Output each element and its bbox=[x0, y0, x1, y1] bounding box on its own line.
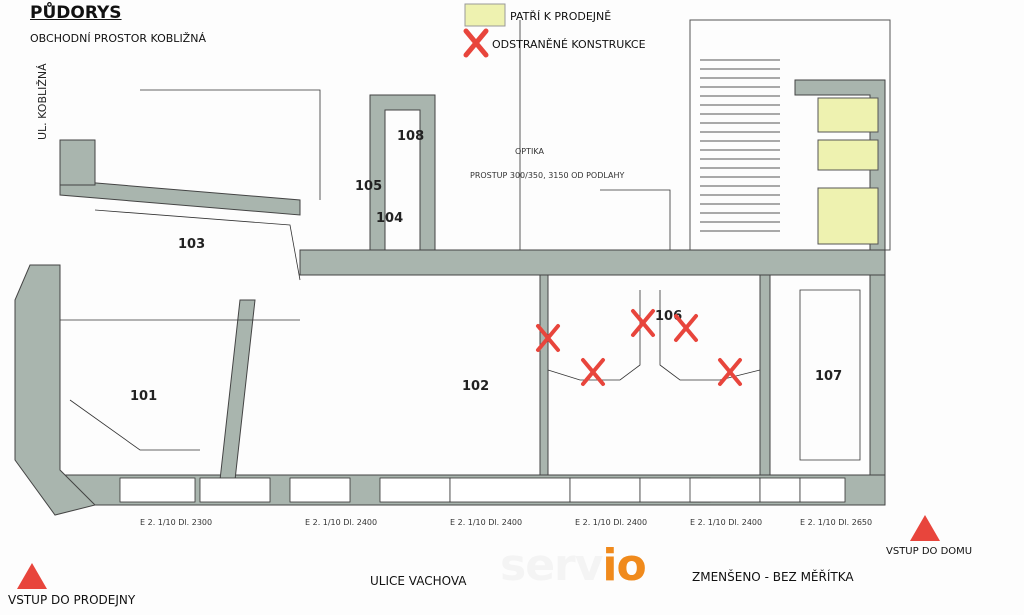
interior-lines bbox=[60, 20, 861, 461]
door-label: E 2. 1/10 Dl. 2400 bbox=[305, 518, 377, 527]
legend-label-removed: ODSTRANĚNÉ KONSTRUKCE bbox=[492, 38, 646, 51]
page-subtitle: OBCHODNÍ PROSTOR KOBLIŽNÁ bbox=[30, 32, 206, 45]
watermark-logo: servio bbox=[500, 540, 647, 591]
red-x-mark bbox=[581, 358, 605, 386]
street-vachova: ULICE VACHOVA bbox=[370, 574, 467, 588]
window bbox=[199, 477, 271, 503]
window bbox=[799, 477, 846, 503]
door-labels: E 2. 1/10 Dl. 2300 E 2. 1/10 Dl. 2400 E 2.… bbox=[140, 518, 872, 527]
door-label: E 2. 1/10 Dl. 2400 bbox=[450, 518, 522, 527]
window bbox=[689, 477, 761, 503]
entrance-house-triangle-icon bbox=[910, 515, 940, 541]
room-104: 104 bbox=[376, 211, 403, 226]
room-102: 102 bbox=[462, 379, 489, 394]
window bbox=[449, 477, 571, 503]
red-x-mark bbox=[674, 314, 698, 342]
red-x-mark bbox=[536, 324, 560, 352]
street-koblizna: UL. KOBLIŽNÁ bbox=[36, 63, 49, 140]
door-label: E 2. 1/10 Dl. 2400 bbox=[575, 518, 647, 527]
room-107: 107 bbox=[815, 369, 842, 384]
red-x-mark bbox=[718, 358, 742, 386]
scale-note: ZMENŠENO - BEZ MĚŘÍTKA bbox=[692, 570, 854, 584]
red-x-mark bbox=[631, 309, 655, 337]
door-label: E 2. 1/10 Dl. 2400 bbox=[690, 518, 762, 527]
legend-red-x-icon bbox=[463, 28, 489, 58]
prostup-note: PROSTUP 300/350, 3150 OD PODLAHY bbox=[470, 171, 625, 180]
window bbox=[759, 477, 801, 503]
legend-label-belongs: PATŘÍ K PRODEJNĚ bbox=[510, 10, 612, 23]
room-105: 105 bbox=[355, 179, 382, 194]
optika-label: OPTIKA bbox=[515, 147, 544, 156]
door-label: E 2. 1/10 Dl. 2300 bbox=[140, 518, 212, 527]
room-106: 106 bbox=[655, 309, 682, 324]
yellow-areas bbox=[817, 97, 879, 245]
window bbox=[119, 477, 196, 503]
window bbox=[289, 477, 351, 503]
windows bbox=[119, 477, 846, 503]
room-103: 103 bbox=[178, 237, 205, 252]
entrance-shop-label: VSTUP DO PRODEJNY bbox=[8, 593, 136, 607]
room-101: 101 bbox=[130, 389, 157, 404]
legend-yellow-swatch bbox=[464, 3, 506, 27]
page-title: PŮDORYS bbox=[30, 3, 122, 23]
window bbox=[569, 477, 641, 503]
entrance-shop-triangle-icon bbox=[17, 563, 47, 589]
room-108: 108 bbox=[397, 129, 424, 144]
window bbox=[379, 477, 451, 503]
door-label: E 2. 1/10 Dl. 2650 bbox=[800, 518, 872, 527]
removed-constructions bbox=[536, 309, 742, 386]
entrance-house-label: VSTUP DO DOMU bbox=[886, 546, 973, 557]
